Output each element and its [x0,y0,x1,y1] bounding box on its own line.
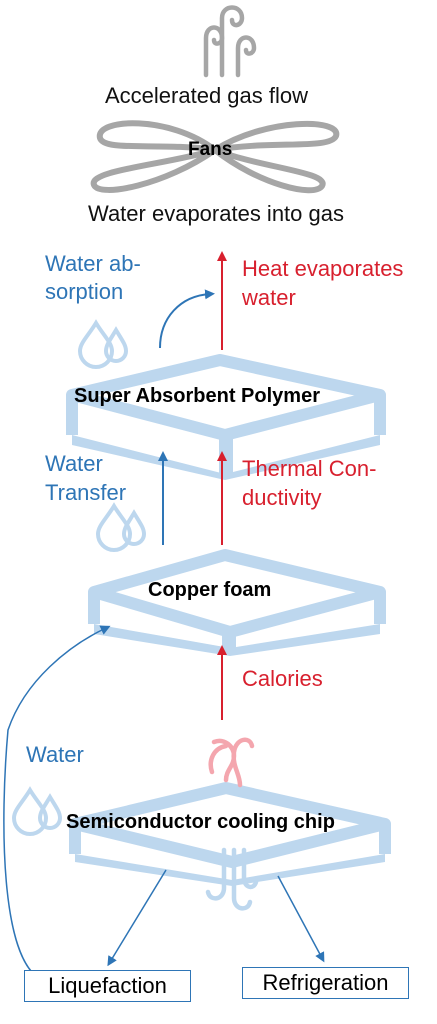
chip-label: Semiconductor cooling chip [66,811,335,833]
copper-foam-box [88,549,386,656]
liquefaction-arrow [107,869,167,967]
fans-label: Fans [188,139,233,160]
water-drops-icon [11,786,63,836]
water-evaporates-label: Water evaporates into gas [88,201,344,226]
calories-label: Calories [242,666,323,691]
water-absorption-label-line2: sorption [45,279,124,304]
sap-label: Super Absorbent Polymer [74,385,320,407]
water-label: Water [26,742,84,767]
water-return-arrow [3,625,111,981]
liquefaction-label: Liquefaction [48,973,167,998]
water-drops-icon [77,319,129,369]
water-transfer-label-line2: Transfer [45,480,127,505]
fan-icon [90,120,340,194]
water-absorption-arrow [159,289,215,349]
refrigeration-box: Refrigeration [242,967,409,999]
chip-box [69,782,391,886]
heat-wave-icon [208,737,255,788]
thermal-conductivity-label-line1: Thermal Con- [242,456,377,481]
water-drops-icon [95,502,147,552]
water-absorption-label-line1: Water ab- [45,251,141,276]
gas-flow-icon [203,5,257,78]
copper-foam-label: Copper foam [148,579,272,601]
thermal-conductivity-label-line2: ductivity [242,485,322,510]
heat-evaporates-label-line2: water [242,285,296,310]
cold-wave-icon [205,847,259,911]
refrigeration-arrow [277,875,325,963]
liquefaction-box: Liquefaction [24,970,191,1002]
refrigeration-label: Refrigeration [262,970,389,995]
heat-evaporates-label-line1: Heat evaporates [242,256,404,281]
accelerated-gas-flow-label: Accelerated gas flow [105,83,308,108]
water-transfer-label-line1: Water [45,451,103,476]
